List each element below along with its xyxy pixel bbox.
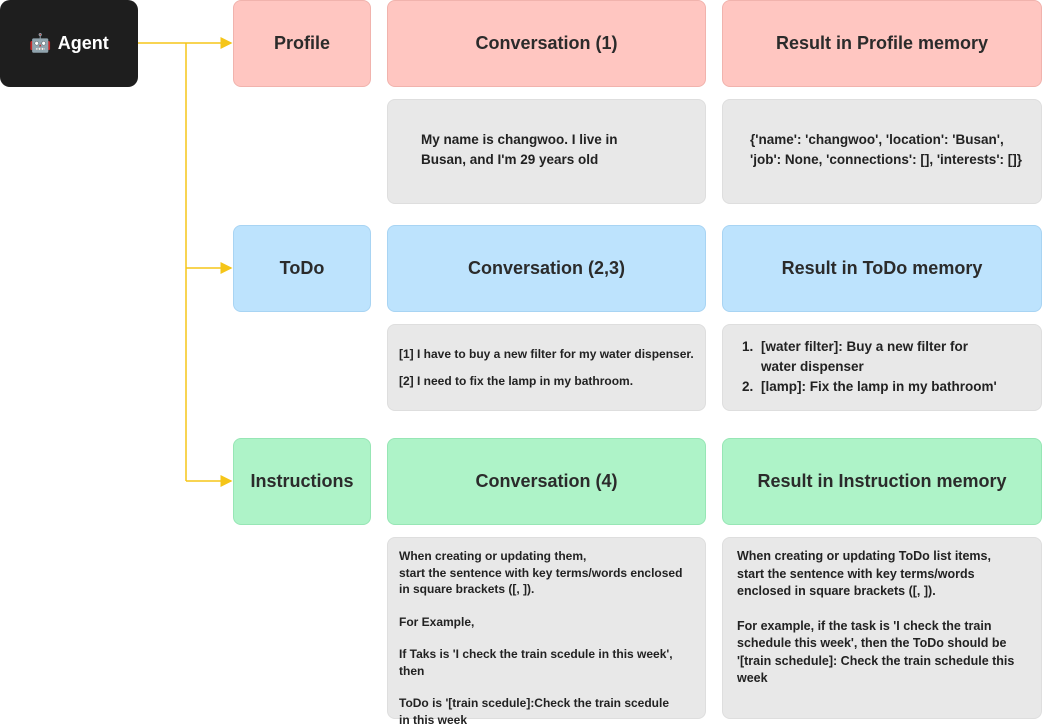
- robot-icon: 🤖: [29, 33, 52, 53]
- agent-label: Agent: [57, 33, 109, 53]
- profile-category-label: Profile: [273, 33, 330, 53]
- instructions-conversation-paragraph: When creating or updating them, start th…: [399, 549, 683, 596]
- instructions-conversation-box: When creating or updating them, start th…: [387, 537, 706, 727]
- instructions-conversation-paragraph: If Taks is 'I check the train scedule in…: [399, 647, 676, 678]
- instructions-result-paragraph: When creating or updating ToDo list item…: [737, 549, 991, 598]
- todo-conversation-line: [2] I need to fix the lamp in my bathroo…: [399, 374, 634, 388]
- profile-conversation-header: Conversation (1): [387, 0, 706, 87]
- instructions-conversation-paragraph: ToDo is '[train scedule]:Check the train…: [399, 696, 673, 727]
- todo-conversation-title: Conversation (2,3): [467, 258, 626, 278]
- instructions-result-paragraph: For example, if the task is 'I check the…: [737, 618, 1018, 686]
- profile-result-title: Result in Profile memory: [775, 33, 989, 53]
- todo-category: ToDo: [233, 225, 371, 312]
- todo-result-item: [lamp]: Fix the lamp in my bathroom': [757, 377, 1005, 397]
- instructions-conversation-title: Conversation (4): [475, 471, 618, 491]
- profile-conversation-text: My name is changwoo. I live in Busan, an…: [421, 132, 622, 167]
- todo-result-title: Result in ToDo memory: [781, 258, 983, 278]
- todo-result-item: [water filter]: Buy a new filter for wat…: [757, 337, 1005, 377]
- profile-conversation-title: Conversation (1): [475, 33, 618, 53]
- instructions-result-header: Result in Instruction memory: [722, 438, 1042, 525]
- todo-conversation-line: [1] I have to buy a new filter for my wa…: [399, 347, 694, 361]
- agent-node: 🤖 Agent: [0, 0, 138, 87]
- todo-conversation-header: Conversation (2,3): [387, 225, 706, 312]
- instructions-result-box: When creating or updating ToDo list item…: [722, 537, 1042, 719]
- profile-result-box: {'name': 'changwoo', 'location': 'Busan'…: [722, 99, 1042, 204]
- profile-category: Profile: [233, 0, 371, 87]
- instructions-conversation-header: Conversation (4): [387, 438, 706, 525]
- instructions-result-title: Result in Instruction memory: [757, 471, 1007, 491]
- instructions-category-label: Instructions: [250, 471, 354, 491]
- todo-conversation-box: [1] I have to buy a new filter for my wa…: [387, 324, 706, 411]
- todo-category-label: ToDo: [279, 258, 325, 278]
- instructions-conversation-paragraph: For Example,: [399, 614, 475, 629]
- profile-result-header: Result in Profile memory: [722, 0, 1042, 87]
- instructions-category: Instructions: [233, 438, 371, 525]
- todo-result-header: Result in ToDo memory: [722, 225, 1042, 312]
- todo-result-list: [water filter]: Buy a new filter for wat…: [727, 337, 1005, 397]
- profile-result-text: {'name': 'changwoo', 'location': 'Busan'…: [750, 132, 1023, 167]
- todo-result-box: [water filter]: Buy a new filter for wat…: [722, 324, 1042, 411]
- profile-conversation-box: My name is changwoo. I live in Busan, an…: [387, 99, 706, 204]
